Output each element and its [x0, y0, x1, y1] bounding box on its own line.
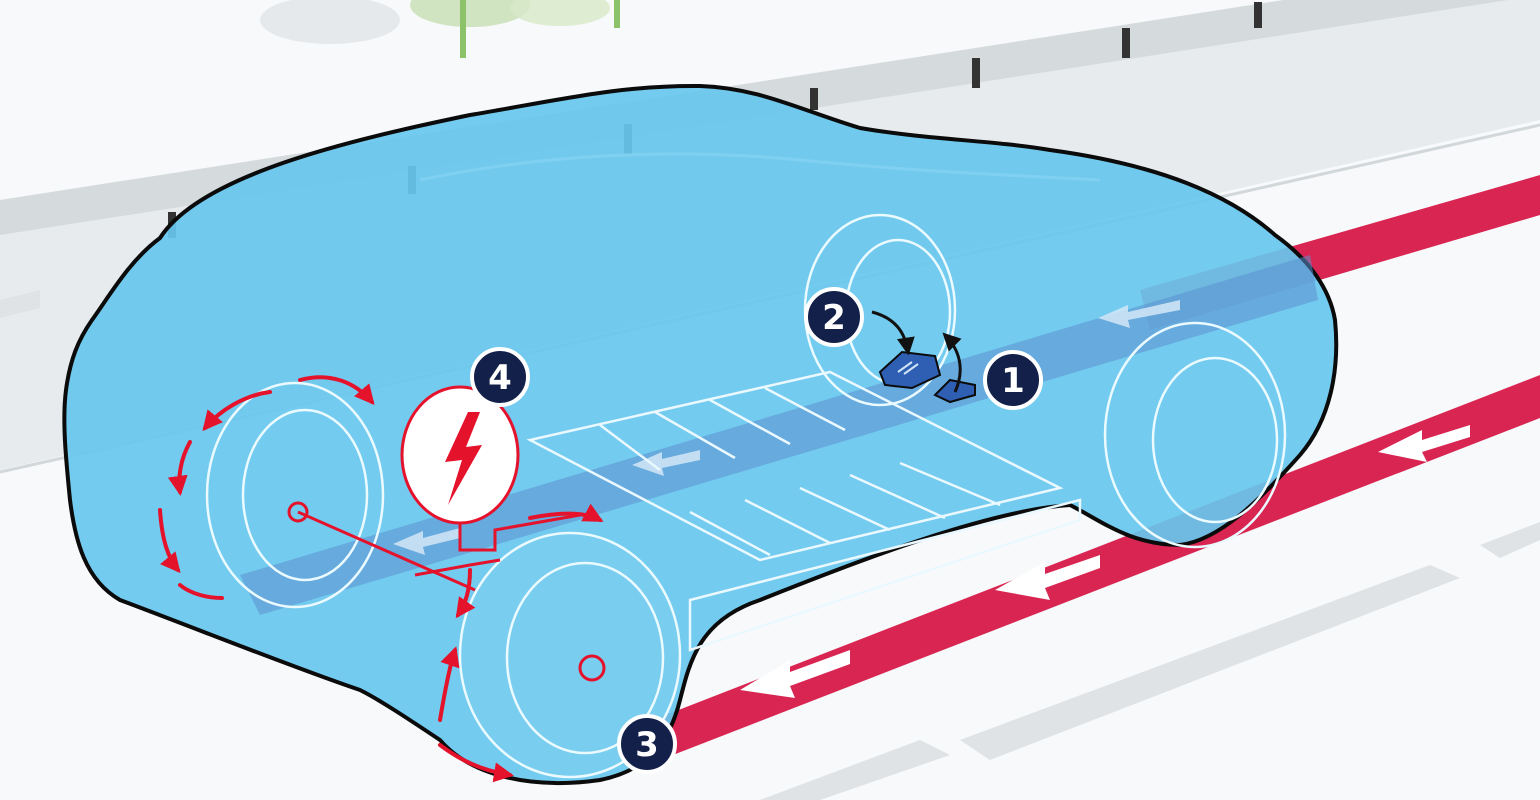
callout-2: 2: [806, 289, 862, 345]
callout-4: 4: [472, 349, 528, 405]
callout-label: 4: [488, 358, 512, 398]
callout-label: 2: [822, 298, 846, 338]
tree-trunk: [614, 0, 620, 28]
callout-1: 1: [985, 352, 1041, 408]
bollard: [972, 58, 980, 88]
bollard: [810, 88, 818, 110]
tree-trunk: [460, 0, 466, 58]
energy-symbol: [402, 387, 518, 523]
bollard: [1122, 28, 1130, 58]
callout-3: 3: [619, 716, 675, 772]
bollard: [1254, 2, 1262, 28]
callout-label: 1: [1001, 361, 1025, 401]
callout-label: 3: [635, 725, 659, 765]
